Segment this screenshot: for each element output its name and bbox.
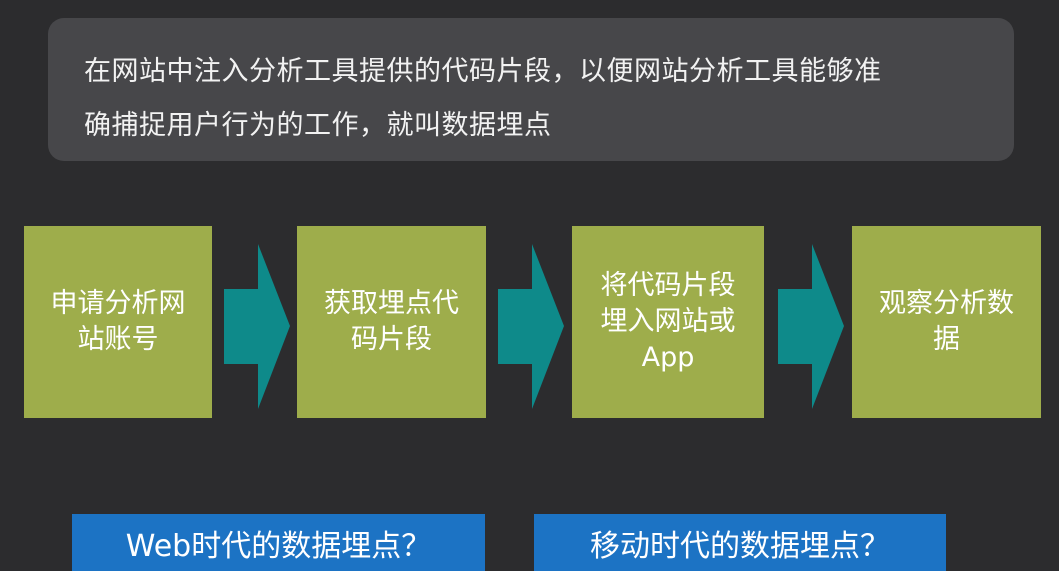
flow-arrow-icon [778,244,844,409]
question-label: 移动时代的数据埋点？ [590,528,890,564]
step-label: 申请分析网 站账号 [50,288,186,355]
question-banner-web: Web时代的数据埋点？ [72,514,485,571]
step-label: 将代码片段 埋入网站或 App [600,270,736,373]
step-apply-account: 申请分析网 站账号 [24,226,212,418]
flow-arrow-icon [498,244,564,409]
definition-box: 在网站中注入分析工具提供的代码片段，以便网站分析工具能够准 确捕捉用户行为的工作… [48,18,1014,161]
step-embed-snippet: 将代码片段 埋入网站或 App [572,226,764,418]
step-label: 观察分析数 据 [879,288,1014,355]
question-banner-mobile: 移动时代的数据埋点？ [534,514,946,571]
step-observe-data: 观察分析数 据 [852,226,1041,418]
question-label: Web时代的数据埋点？ [125,528,432,564]
flow-arrow-icon [224,244,290,409]
step-get-snippet: 获取埋点代 码片段 [297,226,486,418]
step-label: 获取埋点代 码片段 [324,288,459,355]
definition-line-1: 在网站中注入分析工具提供的代码片段，以便网站分析工具能够准 [84,56,882,87]
definition-line-2: 确捕捉用户行为的工作，就叫数据埋点 [84,110,552,141]
